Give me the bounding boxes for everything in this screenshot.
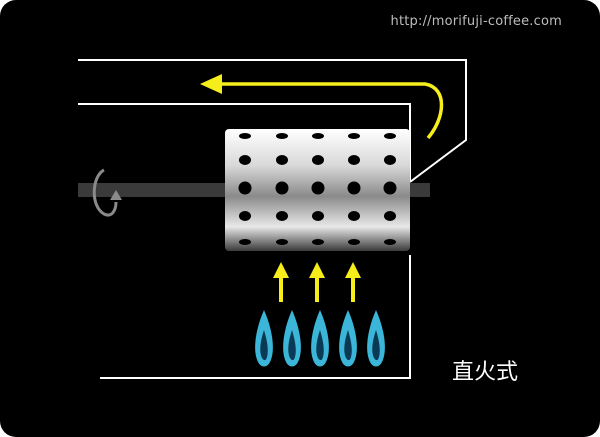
burner-flames — [255, 310, 385, 367]
body-outline — [100, 255, 411, 379]
heat-arrow-icon — [273, 262, 289, 302]
drum-hole — [348, 133, 360, 139]
drum-holes — [238, 133, 397, 245]
flame-icon — [255, 310, 273, 367]
drum-hole — [348, 239, 360, 245]
drum-hole — [276, 239, 288, 245]
drum-hole — [239, 133, 251, 139]
roasting-drum — [225, 129, 410, 251]
heat-arrow-icon — [345, 262, 361, 302]
drum-hole — [312, 239, 324, 245]
source-url-text: http://morifuji-coffee.com — [390, 14, 562, 29]
drum-hole — [238, 181, 252, 195]
drum-hole — [311, 181, 325, 195]
drum-hole — [384, 133, 396, 139]
drum-hole — [348, 211, 360, 221]
flame-icon — [367, 310, 385, 367]
drum-hole — [239, 155, 251, 165]
heat-arrows — [273, 262, 361, 302]
flame-icon — [311, 310, 329, 367]
airflow-arrow-icon — [200, 74, 444, 140]
drum-hole — [239, 211, 251, 221]
drum-hole — [275, 181, 289, 195]
drum-hole — [276, 211, 288, 221]
drum-hole — [239, 239, 251, 245]
exhaust-duct-outer — [78, 59, 467, 183]
drum-hole — [384, 239, 396, 245]
drum-hole — [383, 181, 397, 195]
rotation-arrow-icon — [92, 168, 122, 217]
drum-hole — [384, 211, 396, 221]
drum-hole — [384, 155, 396, 165]
drum-hole — [348, 155, 360, 165]
drum-hole — [312, 211, 324, 221]
drum-hole — [347, 181, 361, 195]
flame-icon — [283, 310, 301, 367]
method-label: 直火式 — [452, 360, 519, 385]
drum-hole — [312, 155, 324, 165]
drum-hole — [312, 133, 324, 139]
flame-icon — [339, 310, 357, 367]
drum-hole — [276, 155, 288, 165]
drum-hole — [276, 133, 288, 139]
heat-arrow-icon — [309, 262, 325, 302]
